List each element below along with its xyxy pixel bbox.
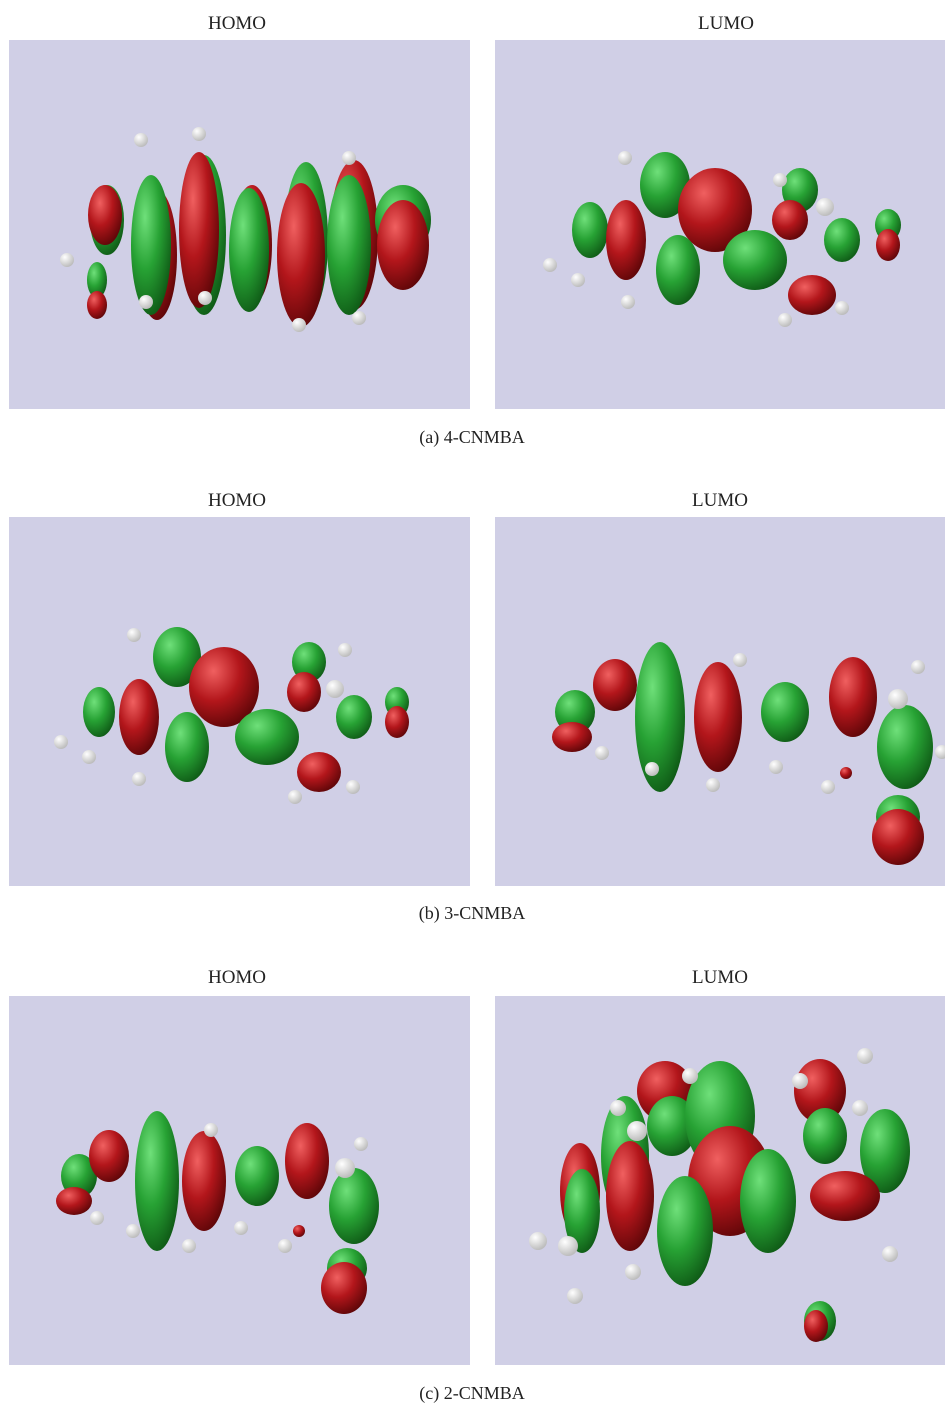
homo-orbital-panel-a xyxy=(9,40,470,409)
homo-title-a: HOMO xyxy=(137,13,337,35)
lumo-orbital-image-a xyxy=(495,40,945,409)
homo-orbital-panel-c xyxy=(9,996,470,1365)
caption-c: (c) 2-CNMBA xyxy=(272,1383,672,1404)
lumo-orbital-panel-c xyxy=(495,996,945,1365)
lumo-title-b: LUMO xyxy=(620,490,820,512)
homo-orbital-image-c xyxy=(9,996,470,1365)
homo-orbital-panel-b xyxy=(9,517,470,886)
caption-b: (b) 3-CNMBA xyxy=(272,903,672,924)
homo-orbital-image-a xyxy=(9,40,470,409)
lumo-orbital-panel-b xyxy=(495,517,945,886)
lumo-orbital-panel-a xyxy=(495,40,945,409)
lumo-title-c: LUMO xyxy=(620,967,820,989)
homo-title-c: HOMO xyxy=(137,967,337,989)
lumo-orbital-image-c xyxy=(495,996,945,1365)
lumo-title-a: LUMO xyxy=(626,13,826,35)
homo-title-b: HOMO xyxy=(137,490,337,512)
homo-orbital-image-b xyxy=(9,517,470,886)
lumo-orbital-image-b xyxy=(495,517,945,886)
caption-a: (a) 4-CNMBA xyxy=(272,427,672,448)
